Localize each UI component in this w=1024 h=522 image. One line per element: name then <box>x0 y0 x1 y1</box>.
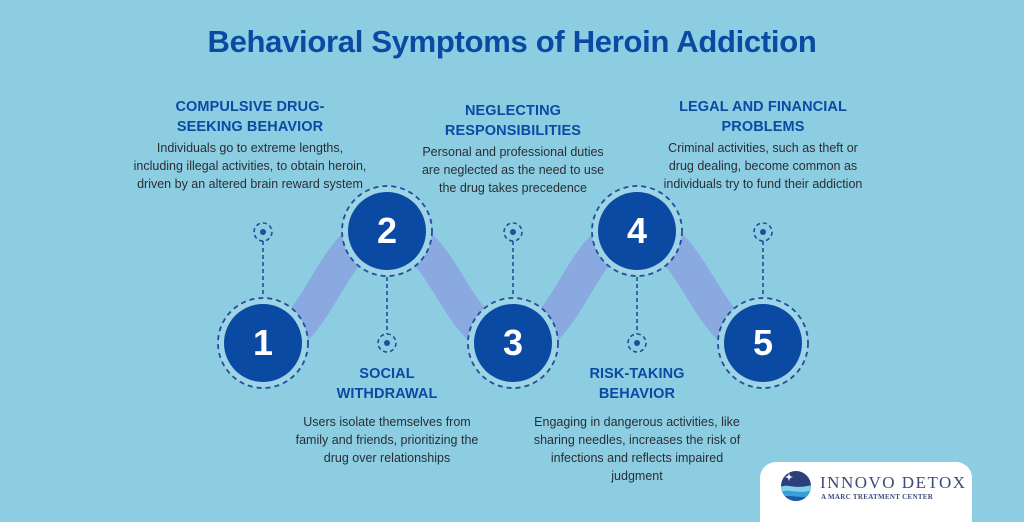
step-number-2: 2 <box>376 210 398 251</box>
target-icon <box>377 333 397 353</box>
step-4-heading: RISK-TAKING BEHAVIOR <box>589 366 685 402</box>
brand-tagline: A MARC TREATMENT CENTER <box>821 493 934 501</box>
target-icon <box>253 222 273 242</box>
target-icon <box>753 222 773 242</box>
step-number-4: 4 <box>626 210 648 251</box>
step-1-text: COMPULSIVE DRUG- SEEKING BEHAVIOR Indivi… <box>100 97 400 193</box>
target-markers <box>253 222 773 353</box>
step-number-5: 5 <box>752 322 774 363</box>
step-circle-2 <box>341 185 433 277</box>
step-1-description: Individuals go to extreme lengths, inclu… <box>133 141 367 191</box>
wave-moon-logo-icon <box>781 471 811 501</box>
step-4-description: Engaging in dangerous activities, like s… <box>533 415 741 483</box>
step-circle-3 <box>467 297 559 389</box>
step-circles <box>217 185 809 389</box>
step-3-description: Personal and professional duties are neg… <box>421 145 605 195</box>
step-4-text: RISK-TAKING BEHAVIOR Engaging in dangero… <box>512 364 762 485</box>
step-5-heading: LEGAL AND FINANCIAL PROBLEMS <box>679 99 847 135</box>
step-circle-4 <box>591 185 683 277</box>
step-2-text: SOCIAL WITHDRAWAL Users isolate themselv… <box>277 364 497 467</box>
page-title: Behavioral Symptoms of Heroin Addiction <box>207 24 817 59</box>
step-5-text: LEGAL AND FINANCIAL PROBLEMS Criminal ac… <box>638 97 888 193</box>
step-5-description: Criminal activities, such as theft or dr… <box>663 141 863 191</box>
step-number-3: 3 <box>502 322 524 363</box>
step-2-description: Users isolate themselves from family and… <box>295 415 479 465</box>
step-3-heading: NEGLECTING RESPONSIBILITIES <box>444 103 582 139</box>
step-number-1: 1 <box>252 322 274 363</box>
step-circle-5 <box>717 297 809 389</box>
target-icon <box>627 333 647 353</box>
step-circle-1 <box>217 297 309 389</box>
step-3-text: NEGLECTING RESPONSIBILITIES Personal and… <box>373 101 653 197</box>
target-icon <box>503 222 523 242</box>
brand-name: INNOVO DETOX <box>820 473 967 492</box>
step-1-heading: COMPULSIVE DRUG- SEEKING BEHAVIOR <box>175 99 325 135</box>
brand-logo-card: INNOVO DETOX A MARC TREATMENT CENTER <box>760 462 972 522</box>
step-2-heading: SOCIAL WITHDRAWAL <box>336 366 438 402</box>
